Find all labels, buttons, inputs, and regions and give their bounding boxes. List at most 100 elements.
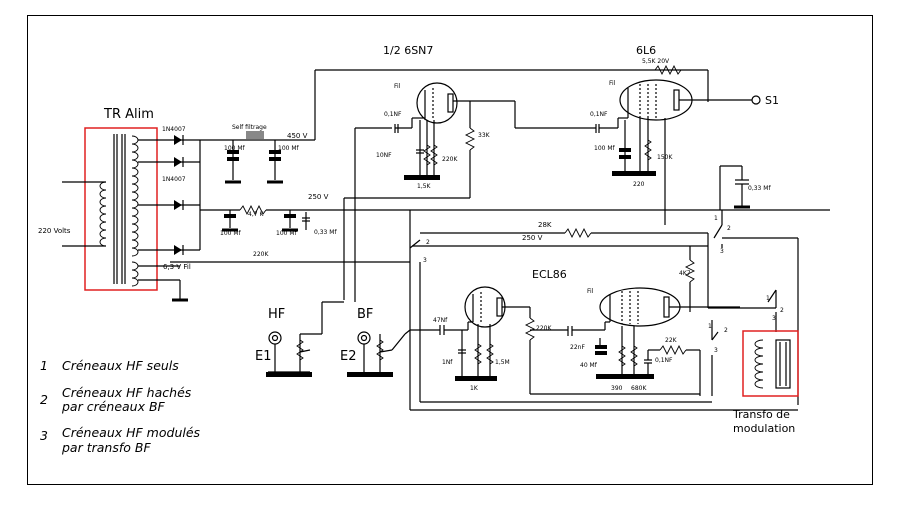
hf-label: HF: [268, 307, 285, 322]
ground-symbol: [347, 372, 393, 377]
ground-symbol: [455, 376, 497, 381]
switch-b-pos-2: 2: [727, 225, 731, 232]
tube-ecl86-triode: [464, 286, 506, 328]
modulator-stage: ECL86 28K 250 V 4K7 220K 22nF 47Nf: [410, 221, 798, 411]
switch-d[interactable]: [711, 331, 719, 341]
fil-label: Fil: [394, 83, 401, 90]
tube-6sn7: [416, 82, 458, 124]
switch-b[interactable]: [713, 224, 723, 239]
r-390-label: 390: [611, 385, 623, 392]
legend-num-3: 3: [40, 428, 48, 443]
legend-text-3a: Créneaux HF modulés: [62, 425, 201, 440]
legend: 1 Créneaux HF seuls 2 Créneaux HF hachés…: [40, 358, 201, 455]
r-55k-label: 5,5K 20V: [642, 58, 670, 65]
r-220k-osc-label: 220K: [442, 156, 458, 163]
bf-label: BF: [357, 307, 373, 322]
e1-label: E1: [255, 349, 272, 364]
switch-d-pos-3: 3: [714, 347, 718, 354]
hv450-label: 450 V: [287, 132, 308, 140]
r-220k-label: 220K: [253, 251, 269, 258]
hv250-label: 250 V: [308, 193, 329, 201]
cap-033-label: 0,33 Mf: [314, 229, 337, 236]
ground-symbol: [404, 175, 440, 180]
r-33k-label: 33K: [478, 132, 491, 139]
legend-num-1: 1: [40, 358, 48, 373]
primary-coil: [99, 181, 107, 247]
r-150k-label: 150K: [657, 154, 673, 161]
c-22nf-label: 22nF: [570, 344, 585, 351]
cap-100mf-label-2: 100 Mf: [278, 145, 300, 152]
r-220-label: 220: [633, 181, 645, 188]
r-22k-label: 22K: [665, 337, 678, 344]
oscillator-stage: 1/2 6SN7 Fil 0,1NF 10NF 220K 1,5K 33K: [314, 44, 709, 410]
switch-c-pos-2: 2: [780, 307, 784, 314]
schematic-frame: [27, 15, 873, 485]
modulation-transformer: Transfo de modulation: [732, 330, 799, 435]
legend-num-2: 2: [40, 392, 48, 407]
switch-b-pos-1: 1: [714, 215, 718, 222]
legend-text-2a: Créneaux HF hachés: [62, 385, 192, 400]
transfo-highlight-box: [742, 330, 799, 397]
hf-input-jack[interactable]: [268, 331, 282, 345]
cap-100mf-label-3: 100 Mf: [220, 230, 242, 237]
tube-3-label: ECL86: [532, 268, 567, 281]
switch-a[interactable]: [409, 239, 421, 249]
tube-1-label: 1/2 6SN7: [383, 44, 433, 57]
cap-100mf-label-4: 100 Mf: [276, 230, 298, 237]
transformer-label: TR Alim: [103, 107, 154, 122]
c-01nf-mod-label: 0,1NF: [655, 357, 673, 364]
legend-text-1: Créneaux HF seuls: [62, 358, 179, 373]
output-stage: 6L6 5,5K 20V S1 Fil 0,1NF 100 Mf 150K 22…: [514, 44, 779, 225]
ground-symbol: [266, 372, 312, 377]
diode-label: 1N4007: [162, 126, 186, 133]
switch-a-pos-3: 3: [423, 257, 427, 264]
r-15k-label: 1,5K: [417, 183, 432, 190]
switch-d-pos-2: 2: [724, 327, 728, 334]
tube-2-label: 6L6: [636, 44, 656, 57]
ground-symbol: [596, 374, 654, 379]
switch-c[interactable]: [767, 289, 777, 303]
c-100mf-out-label: 100 Mf: [594, 145, 616, 152]
c-10nf-label: 10NF: [376, 152, 392, 159]
secondary-coil: [131, 135, 139, 287]
switch-d-pos-1: 1: [708, 323, 712, 330]
input-jacks: HF E1 BF E2: [255, 301, 411, 377]
r-4k7-label: 4,7 K: [248, 211, 264, 218]
c-01nf-label: 0,1NF: [384, 111, 402, 118]
r-220k-mod-label: 220K: [536, 325, 552, 332]
c-01nf-out-label: 0,1NF: [590, 111, 608, 118]
selector-switches: 2 3 1 2 3 1 2 3 1 2 3: [409, 210, 799, 405]
transfo-label-1: Transfo de: [732, 408, 790, 421]
transformer-highlight-box: [84, 127, 158, 291]
self-filtrage-inductor: [246, 131, 264, 139]
r-15m-label: 1,5M: [495, 359, 510, 366]
fil-label-2: Fil: [609, 80, 616, 87]
cap-100mf-label: 100 Mf: [224, 145, 246, 152]
r-4k7-mod-label: 4K7: [679, 270, 691, 277]
switch-b-pos-3: 3: [720, 248, 724, 255]
switch-c-pos-1: 1: [766, 295, 770, 302]
c-47nf-label: 47Nf: [433, 317, 448, 324]
switch-a-pos-2: 2: [426, 239, 430, 246]
c-033-out-label: 0,33 Mf: [748, 185, 771, 192]
filament-label: 6,3 V Fil: [163, 263, 191, 271]
s1-label: S1: [765, 94, 779, 107]
legend-text-3b: par transfo BF: [61, 440, 151, 455]
diode-label-2: 1N4007: [162, 176, 186, 183]
c-40mf-label: 40 Mf: [580, 362, 598, 369]
tube-ecl86-pentode: [599, 287, 681, 327]
r-28k-label: 28K: [538, 221, 552, 229]
mains-label: 220 Volts: [38, 227, 71, 235]
r-1k-label: 1K: [470, 385, 479, 392]
self-filtrage-label: Self filtrage: [232, 124, 267, 131]
power-supply: TR Alim 220 Volts 1N4007 1N4007 6,3 V Fi…: [38, 107, 830, 302]
diode-bridge: [174, 135, 184, 255]
c-1nf-label: 1Nf: [442, 359, 453, 366]
v250-mod-label: 250 V: [522, 234, 543, 242]
s1-output-terminal[interactable]: [751, 95, 761, 105]
legend-text-2b: par créneaux BF: [61, 399, 166, 414]
e2-label: E2: [340, 349, 357, 364]
switch-c-pos-3: 3: [772, 315, 776, 322]
bf-input-jack[interactable]: [357, 331, 371, 345]
